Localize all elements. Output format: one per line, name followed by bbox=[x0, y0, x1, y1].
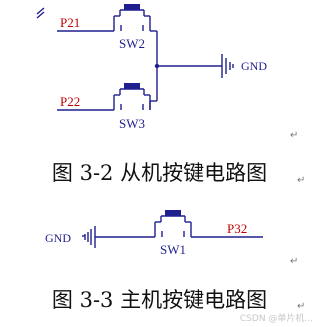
switch-label-sw2: SW2 bbox=[119, 36, 145, 51]
paragraph-mark-1: ↵ bbox=[290, 130, 298, 141]
net-label-p22: P22 bbox=[60, 94, 80, 109]
sw3-actuator bbox=[124, 83, 140, 89]
slave-key-circuit: P21 SW2 GND P22 bbox=[36, 4, 267, 131]
gnd-symbol-2 bbox=[82, 226, 96, 248]
figure-caption-3-2: 图 3-2 从机按键电路图 bbox=[51, 161, 268, 185]
net-label-p32: P32 bbox=[227, 221, 247, 236]
paragraph-mark-3: ↵ bbox=[290, 256, 298, 267]
junction-dot bbox=[154, 63, 160, 69]
gnd-label-1: GND bbox=[241, 59, 267, 73]
sw2-actuator bbox=[124, 4, 140, 10]
switch-sw3 bbox=[113, 83, 151, 110]
switch-sw2 bbox=[113, 4, 151, 31]
wire-stub-top2 bbox=[36, 11, 45, 19]
gnd-label-2: GND bbox=[45, 231, 71, 245]
switch-label-sw1: SW1 bbox=[160, 242, 186, 257]
switch-sw1 bbox=[154, 210, 192, 237]
wire-stub-top bbox=[36, 7, 45, 15]
figure-caption-3-3: 图 3-3 主机按键电路图 bbox=[51, 288, 268, 312]
sw1-actuator bbox=[165, 210, 181, 216]
paragraph-mark-2: ↵ bbox=[297, 175, 305, 186]
watermark: CSDN @单片机... bbox=[239, 314, 313, 324]
paragraph-mark-4: ↵ bbox=[297, 301, 305, 312]
gnd-symbol-1 bbox=[221, 54, 234, 78]
switch-label-sw3: SW3 bbox=[119, 116, 145, 131]
net-label-p21: P21 bbox=[60, 15, 80, 30]
master-key-circuit: GND SW1 P32 bbox=[45, 210, 263, 257]
